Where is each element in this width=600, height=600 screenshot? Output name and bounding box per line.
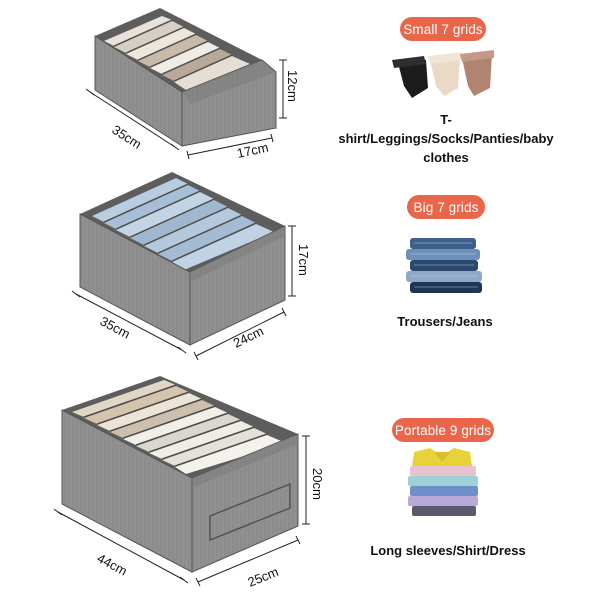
small-box-use-caption: T-shirt/Leggings/Socks/Panties/baby clot… — [336, 110, 556, 167]
dimension-lines — [53, 59, 310, 587]
box1-height-label: 12cm — [285, 70, 300, 102]
box2-length-label: 35cm — [98, 313, 133, 341]
box1-length-label: 35cm — [109, 122, 144, 152]
big-box-jeans — [92, 178, 274, 270]
box2-height-label: 17cm — [296, 244, 311, 276]
small-7-grids-badge: Small 7 grids — [400, 17, 486, 41]
portable-9-grids-badge: Portable 9 grids — [392, 418, 494, 442]
portable-box-shirts — [72, 380, 286, 474]
small-box-use-line2: clothes — [423, 150, 469, 165]
handle-pocket — [209, 483, 291, 541]
small-7-grid-box — [94, 8, 277, 147]
folded-socks-icon — [392, 50, 494, 98]
big-7-grid-box — [79, 172, 286, 346]
big-box-use-caption: Trousers/Jeans — [397, 314, 493, 329]
jeans-stack-icon — [406, 238, 482, 293]
box3-width-label: 25cm — [246, 564, 281, 590]
small-box-use-line1: T-shirt/Leggings/Socks/Panties/baby — [338, 112, 554, 146]
box2-width-label: 24cm — [231, 323, 266, 350]
box3-length-label: 44cm — [95, 550, 130, 578]
portable-box-use-caption: Long sleeves/Shirt/Dress — [370, 543, 526, 558]
box1-width-label: 17cm — [236, 140, 270, 161]
box3-height-label: 20cm — [310, 468, 325, 500]
big-7-grids-badge: Big 7 grids — [407, 195, 485, 219]
shirts-stack-icon — [408, 448, 478, 516]
small-box-clothes — [104, 16, 250, 90]
portable-9-grid-box — [61, 376, 299, 573]
